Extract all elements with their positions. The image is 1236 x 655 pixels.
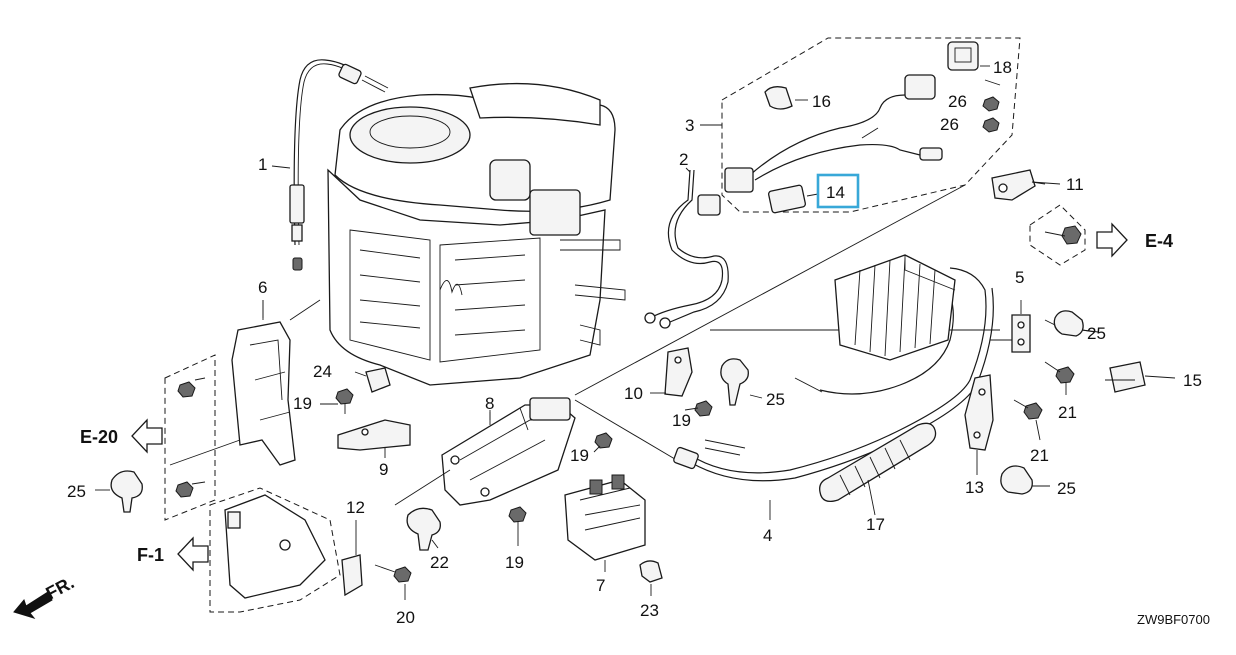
part-14-connector (767, 173, 860, 214)
engine-illustration (289, 59, 626, 386)
callout-13: 13 (965, 478, 984, 497)
part-5-bracket (990, 300, 1031, 353)
front-direction-arrow (13, 591, 53, 619)
diagram-code: ZW9BF0700 (1137, 612, 1210, 627)
part-13-bracket (964, 374, 994, 475)
callout-16: 16 (812, 92, 831, 111)
callout-25-b: 25 (766, 390, 785, 409)
callout-25-c: 25 (1057, 479, 1076, 498)
highlight-box (816, 173, 860, 209)
part-21-bolts (1013, 361, 1075, 441)
rectifier-unit (834, 254, 956, 361)
ref-label-e4: E-4 (1145, 231, 1173, 251)
part-8-bracket (394, 397, 576, 506)
part-9-bracket (337, 419, 411, 458)
part-26-nuts (982, 96, 1000, 133)
callout-6: 6 (258, 278, 267, 297)
f1-ref-arrow (177, 536, 209, 572)
callout-22: 22 (430, 553, 449, 572)
callout-1: 1 (258, 155, 267, 174)
part-24-knob (354, 367, 391, 393)
callout-19-c: 19 (570, 446, 589, 465)
callout-23: 23 (640, 601, 659, 620)
callout-8: 8 (485, 394, 494, 413)
part-11-bracket (991, 169, 1086, 266)
e4-ref-arrow (1096, 222, 1128, 258)
callout-3: 3 (685, 116, 694, 135)
callout-18: 18 (993, 58, 1012, 77)
callout-5: 5 (1015, 268, 1024, 287)
callout-20: 20 (396, 608, 415, 627)
part-25-clamps (95, 310, 1099, 513)
callout-19-b: 19 (672, 411, 691, 430)
callout-labels: 1 2 3 4 5 6 7 8 9 10 11 12 13 14 15 16 1… (67, 58, 1202, 627)
callout-7: 7 (596, 576, 605, 595)
callout-24: 24 (313, 362, 332, 381)
callout-leaders (262, 79, 1135, 520)
reference-labels: E-4 E-20 F-1 FR. ZW9BF0700 (42, 231, 1209, 627)
part-19-bolts (320, 388, 613, 546)
part-16-clip (764, 86, 808, 110)
callout-19-d: 19 (505, 553, 524, 572)
part-2-harness (644, 169, 729, 329)
callout-12: 12 (346, 498, 365, 517)
part-23-plug (639, 560, 663, 596)
callout-15: 15 (1183, 371, 1202, 390)
part-18-cap (947, 41, 990, 71)
ref-label-e20: E-20 (80, 427, 118, 447)
callout-26-a: 26 (948, 92, 967, 111)
callout-21-b: 21 (1030, 446, 1049, 465)
callout-11: 11 (1066, 175, 1084, 194)
callout-2: 2 (679, 150, 688, 169)
callout-25-d: 25 (67, 482, 86, 501)
ref-label-f1: F-1 (137, 545, 164, 565)
part-22-switch (406, 507, 441, 551)
callout-9: 9 (379, 460, 388, 479)
part-12-cover (209, 487, 412, 613)
callout-14: 14 (826, 183, 845, 202)
e20-ref-arrow (131, 418, 163, 454)
part-7-relay (564, 474, 646, 572)
part-3-harness (724, 74, 943, 193)
part-6-bracket (164, 299, 321, 521)
callout-4: 4 (763, 526, 772, 545)
part-17-tube (819, 422, 937, 503)
callout-17: 17 (866, 515, 885, 534)
callout-21-a: 21 (1058, 403, 1077, 422)
callout-25-a: 25 (1087, 324, 1106, 343)
callout-10: 10 (624, 384, 643, 403)
part-10-bracket (664, 347, 713, 417)
callout-26-b: 26 (940, 115, 959, 134)
callout-19-a: 19 (293, 394, 312, 413)
part-15-connector (1109, 361, 1176, 393)
